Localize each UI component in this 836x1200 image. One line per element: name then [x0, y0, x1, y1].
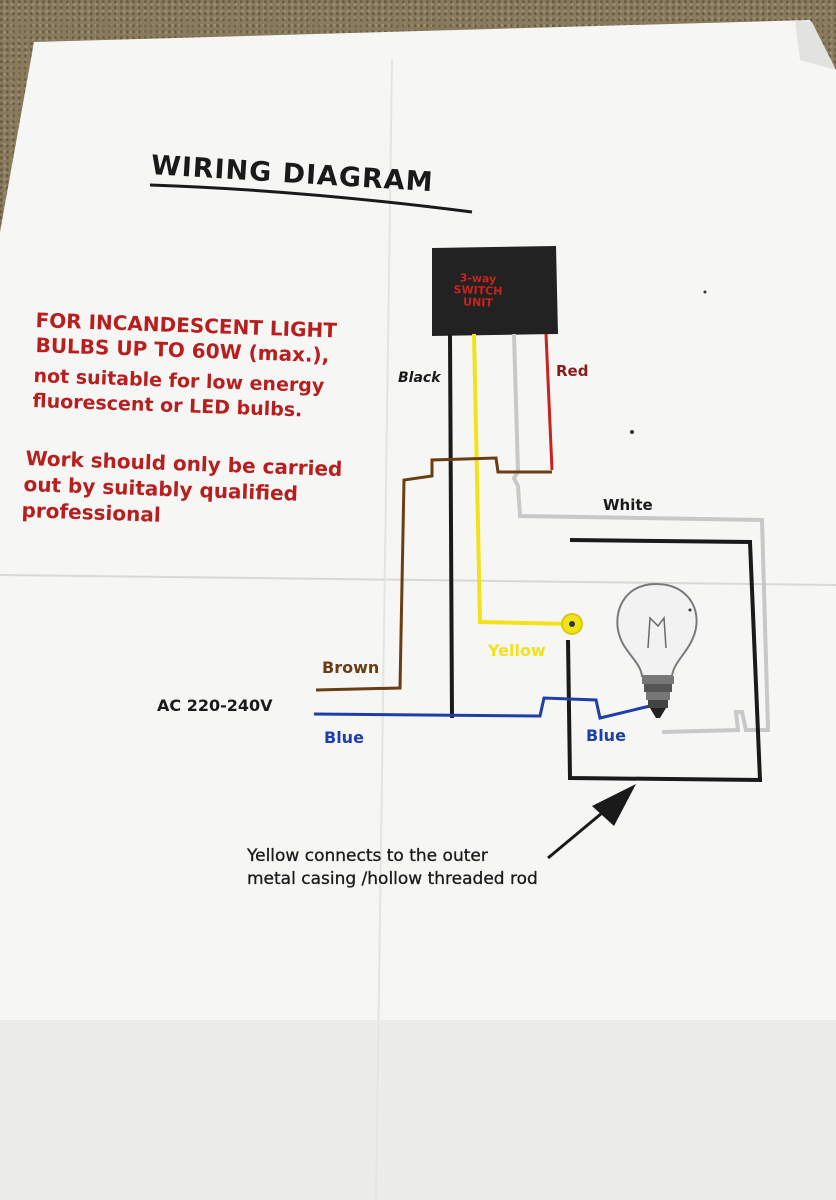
speck	[703, 290, 707, 294]
wire-black	[448, 333, 454, 719]
note-line-2: metal casing /hollow threaded rod	[247, 869, 538, 889]
label-blue-wire-right: Blue	[586, 726, 626, 745]
yellow-connector-center	[569, 621, 575, 627]
speck	[688, 608, 692, 612]
note-line-1: Yellow connects to the outer	[247, 846, 488, 866]
wire-yellow	[472, 333, 571, 626]
label-red-wire: Red	[556, 362, 589, 380]
paper-dogear	[795, 20, 836, 70]
wire-red	[544, 333, 554, 471]
label-blue-wire-left: Blue	[324, 728, 364, 747]
warning-line-7: professional	[21, 498, 162, 527]
light-bulb-icon	[616, 582, 698, 718]
wire-brown	[315, 456, 552, 692]
title-underline	[149, 183, 473, 214]
label-supply-voltage: AC 220-240V	[157, 696, 273, 715]
arrow-icon	[547, 784, 636, 860]
paper-sheet	[0, 20, 836, 1200]
label-yellow-wire: Yellow	[488, 641, 546, 660]
label-brown-wire: Brown	[322, 658, 380, 677]
speck	[630, 430, 634, 434]
label-white-wire: White	[603, 496, 653, 514]
paper-fold-horizontal	[0, 574, 836, 586]
bulb-frame	[566, 538, 763, 783]
label-black-wire: Black	[398, 370, 441, 386]
wire-blue	[313, 696, 651, 720]
paper-shadow	[0, 1020, 836, 1200]
switch-unit-box	[432, 246, 558, 336]
wire-white	[511, 333, 771, 734]
paper-fold-vertical	[375, 59, 393, 1200]
